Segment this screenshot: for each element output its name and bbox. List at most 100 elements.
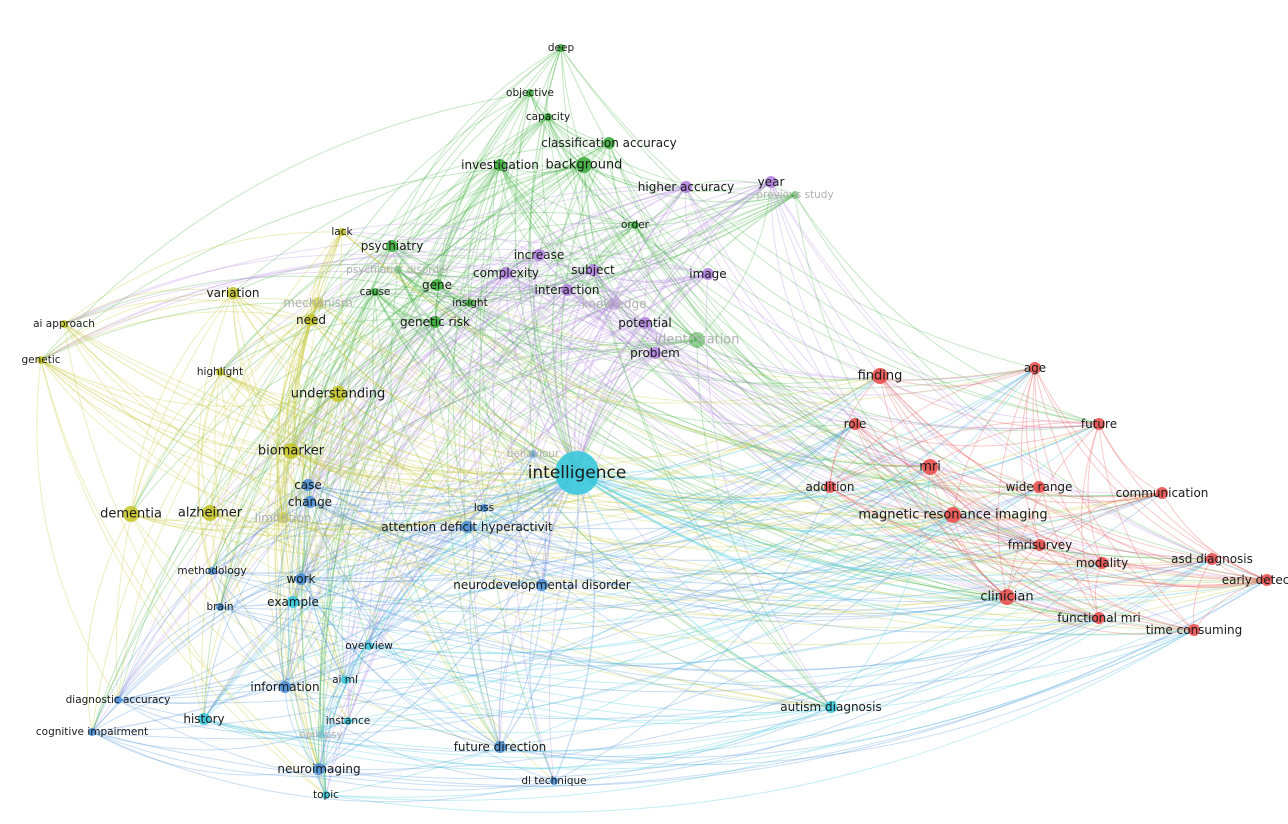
label-future-direction[interactable]: future direction — [454, 740, 547, 754]
node-potential[interactable] — [639, 317, 651, 329]
label-methodology[interactable]: methodology — [177, 565, 246, 577]
label-epilepsy[interactable]: epilepsy — [299, 729, 343, 741]
label-highlight[interactable]: highlight — [197, 366, 243, 378]
label-brain[interactable]: brain — [207, 601, 234, 613]
label-case[interactable]: case — [294, 478, 322, 492]
label-identification[interactable]: identification — [654, 333, 739, 348]
label-age[interactable]: age — [1024, 361, 1046, 375]
label-addition[interactable]: addition — [806, 480, 855, 494]
label-image[interactable]: image — [689, 267, 726, 281]
label-neurodevelopmental-disorder[interactable]: neurodevelopmental disorder — [453, 578, 631, 592]
label-need[interactable]: need — [296, 313, 326, 327]
node-subject[interactable] — [587, 264, 599, 276]
label-functional-mri[interactable]: functional mri — [1057, 611, 1140, 625]
label-work[interactable]: work — [286, 572, 315, 586]
label-change[interactable]: change — [288, 495, 332, 509]
label-example[interactable]: example — [267, 595, 319, 609]
label-instance[interactable]: instance — [326, 715, 370, 727]
node-interaction[interactable] — [561, 284, 573, 296]
node-biomarker[interactable] — [283, 443, 299, 459]
label-insight[interactable]: insight — [452, 297, 487, 309]
node-neuroimaging[interactable] — [313, 763, 325, 775]
node-methodology[interactable] — [208, 567, 216, 575]
node-fmrisurvey[interactable] — [1034, 539, 1046, 551]
node-intelligence[interactable] — [555, 451, 599, 495]
label-biomarker[interactable]: biomarker — [258, 444, 325, 459]
label-asd-diagnosis[interactable]: asd diagnosis — [1171, 552, 1253, 566]
node-classification-accuracy[interactable] — [603, 137, 615, 149]
label-psychiatry[interactable]: psychiatry — [361, 239, 424, 253]
node-investigation[interactable] — [494, 159, 506, 171]
label-mechanism[interactable]: mechanism — [283, 296, 353, 310]
label-overview[interactable]: overview — [345, 640, 393, 652]
label-gene[interactable]: gene — [422, 278, 452, 292]
node-attention-deficit[interactable] — [461, 521, 473, 533]
node-insight[interactable] — [466, 299, 474, 307]
label-fmrisurvey[interactable]: fmrisurvey — [1008, 538, 1073, 552]
node-problem[interactable] — [649, 347, 661, 359]
node-clinician[interactable] — [999, 589, 1015, 605]
node-future[interactable] — [1093, 418, 1105, 430]
node-psychiatric-disorder[interactable] — [394, 266, 402, 274]
node-alzheimer[interactable] — [202, 505, 218, 521]
label-genetic-risk[interactable]: genetic risk — [400, 315, 470, 329]
node-deep[interactable] — [557, 44, 565, 52]
node-role[interactable] — [849, 418, 861, 430]
node-cause[interactable] — [371, 288, 379, 296]
label-classification-accuracy[interactable]: classification accuracy — [541, 136, 677, 150]
node-lack[interactable] — [338, 228, 346, 236]
label-variation[interactable]: variation — [206, 286, 259, 300]
node-loss[interactable] — [480, 504, 488, 512]
label-behaviour[interactable]: behaviour — [507, 448, 560, 460]
node-history[interactable] — [198, 713, 210, 725]
label-communication[interactable]: communication — [1116, 486, 1209, 500]
node-future-direction[interactable] — [494, 741, 506, 753]
node-complexity[interactable] — [500, 267, 512, 279]
node-wide-range[interactable] — [1033, 481, 1045, 493]
node-mri[interactable] — [922, 459, 938, 475]
label-cause[interactable]: cause — [360, 286, 391, 298]
label-objective[interactable]: objective — [506, 87, 554, 99]
label-diagnostic-accuracy[interactable]: diagnostic accuracy — [66, 694, 171, 706]
label-genetic[interactable]: genetic — [21, 354, 60, 366]
node-dementia[interactable] — [123, 506, 139, 522]
label-capacity[interactable]: capacity — [526, 111, 570, 123]
node-identification[interactable] — [689, 332, 705, 348]
node-time-consuming[interactable] — [1188, 624, 1200, 636]
label-mri[interactable]: mri — [919, 460, 941, 475]
node-psychiatry[interactable] — [386, 240, 398, 252]
node-need[interactable] — [305, 314, 317, 326]
node-cognitive-impairment[interactable] — [88, 728, 96, 736]
node-increase[interactable] — [533, 249, 545, 261]
label-magnetic-resonance-imaging[interactable]: magnetic resonance imaging — [858, 508, 1047, 523]
label-alzheimer[interactable]: alzheimer — [178, 506, 243, 521]
node-ai-approach[interactable] — [60, 320, 68, 328]
node-gene[interactable] — [431, 279, 443, 291]
label-wide-range[interactable]: wide range — [1006, 480, 1073, 494]
label-increase[interactable]: increase — [514, 248, 565, 262]
node-mechanism[interactable] — [312, 297, 324, 309]
label-background[interactable]: background — [546, 158, 623, 173]
label-clinician[interactable]: clinician — [980, 590, 1033, 605]
node-understanding[interactable] — [330, 386, 346, 402]
label-history[interactable]: history — [183, 712, 224, 726]
node-ai-ml[interactable] — [341, 676, 349, 684]
label-understanding[interactable]: understanding — [291, 387, 386, 402]
label-future[interactable]: future — [1081, 417, 1117, 431]
label-neuroimaging[interactable]: neuroimaging — [277, 762, 360, 776]
node-asd-diagnosis[interactable] — [1206, 553, 1218, 565]
label-knowledge[interactable]: knowledge — [581, 297, 646, 311]
label-dementia[interactable]: dementia — [100, 507, 162, 522]
label-potential[interactable]: potential — [618, 316, 671, 330]
node-objective[interactable] — [526, 89, 534, 97]
label-psychiatric-disorder[interactable]: psychiatric disorder — [346, 264, 450, 276]
node-autism-diagnosis[interactable] — [825, 701, 837, 713]
node-year[interactable] — [765, 176, 777, 188]
node-case[interactable] — [302, 479, 314, 491]
label-time-consuming[interactable]: time consuming — [1146, 623, 1243, 637]
label-previous-study[interactable]: previous study — [756, 189, 833, 201]
node-epilepsy[interactable] — [317, 731, 325, 739]
node-magnetic-resonance-imaging[interactable] — [945, 507, 961, 523]
node-variation[interactable] — [227, 287, 239, 299]
label-investigation[interactable]: investigation — [461, 158, 539, 172]
